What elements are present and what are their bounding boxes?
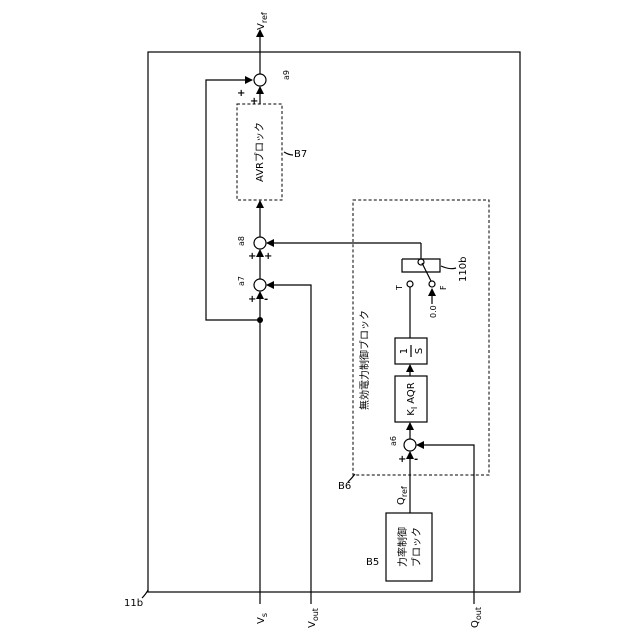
junction-a9	[254, 74, 266, 86]
vs-label: Vs	[256, 613, 269, 624]
junction-a6-label: a6	[389, 436, 398, 446]
reactive-block-title: 無効電力制御ブロック	[358, 310, 371, 410]
avr-block-leader	[284, 152, 293, 155]
power-factor-ref: B5	[366, 557, 379, 568]
qout-label: Qout	[470, 607, 483, 628]
integrator-denominator: S	[414, 348, 425, 354]
avr-block-ref: B7	[294, 149, 307, 160]
switch-terminal-t	[407, 281, 413, 287]
zero-input-label: 0.0	[429, 305, 438, 318]
reactive-block-leader	[348, 474, 355, 482]
power-factor-label-line1: 力率制御	[396, 527, 409, 567]
power-factor-label-line2: ブロック	[410, 527, 423, 567]
outer-block-ref: 11b	[124, 598, 143, 609]
reactive-block-ref: B6	[338, 481, 351, 492]
switch-ref-leader	[441, 266, 456, 269]
junction-a8-label: a8	[237, 236, 246, 246]
junction-a6	[404, 439, 416, 451]
switch-terminal-t-label: T	[395, 285, 404, 291]
junction-a9-label: a9	[282, 70, 291, 80]
switch-terminal-f-label: F	[439, 285, 448, 290]
vout-label: Vout	[307, 608, 320, 628]
a7-plus-sign: +	[248, 294, 256, 305]
vs-branch-line	[206, 80, 260, 320]
outer-block-leader	[142, 590, 148, 598]
switch-terminal-f	[429, 281, 435, 287]
a8-plus-sign-left: +	[248, 251, 256, 262]
a9-plus-sign-left: +	[237, 88, 245, 99]
avr-block-label: AVRブロック	[253, 122, 266, 182]
junction-a8	[254, 237, 266, 249]
junction-a7	[254, 279, 266, 291]
switch-ref: 110b	[458, 257, 469, 282]
outer-block-frame	[148, 52, 520, 592]
qref-label: Qref	[396, 486, 409, 505]
power-factor-block	[386, 513, 432, 581]
a8-plus-sign-right: +	[264, 251, 272, 262]
a6-plus-sign: +	[398, 454, 406, 465]
junction-a7-label: a7	[237, 276, 246, 286]
integrator-numerator: 1	[399, 348, 410, 354]
a7-minus-sign: -	[264, 294, 268, 305]
a6-minus-sign: -	[414, 454, 418, 465]
a9-plus-sign-bottom: +	[250, 96, 258, 107]
vout-line	[267, 285, 311, 604]
vref-label: Vref	[256, 12, 269, 30]
